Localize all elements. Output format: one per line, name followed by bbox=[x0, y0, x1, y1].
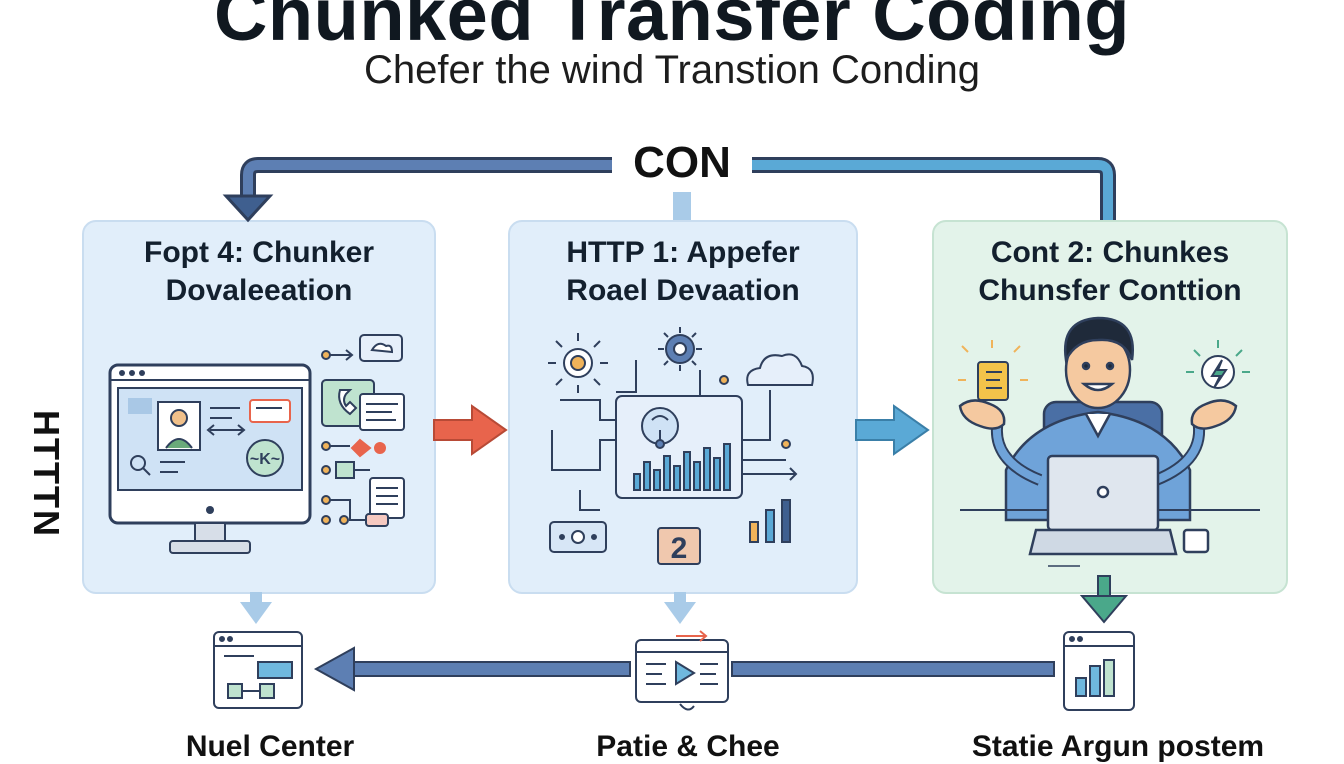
panel-title: Fopt 4: Chunker Dovaleeation bbox=[84, 234, 434, 310]
bottom-label-mid: Patie & Chee bbox=[596, 730, 780, 763]
down-arrow-right bbox=[1079, 575, 1129, 624]
document-icon bbox=[958, 340, 1028, 401]
top-loop-arrow-right bbox=[750, 157, 1116, 220]
flow-arrow-red bbox=[433, 404, 508, 456]
mid-network-illustration bbox=[548, 327, 814, 565]
mid-panel-number: 2 bbox=[671, 532, 688, 565]
person-with-laptop-illustration bbox=[958, 316, 1260, 567]
bottom-window-icon-left bbox=[213, 631, 303, 709]
diagram-subtitle: Chefer the wind Transtion Conding bbox=[364, 48, 980, 92]
down-arrow-left bbox=[240, 592, 272, 624]
top-loop-label: CON bbox=[612, 138, 752, 188]
bottom-label-right: Statie Argun postem bbox=[971, 730, 1265, 763]
bottom-window-icon-right bbox=[1063, 631, 1135, 711]
side-label: HTTTN bbox=[26, 410, 67, 538]
monitor-illustration: ~K~ bbox=[108, 363, 312, 554]
bottom-return-arrow-right bbox=[731, 661, 1055, 677]
connector-stub bbox=[673, 192, 691, 220]
lightning-icon bbox=[1186, 340, 1250, 389]
top-loop-arrow-left bbox=[222, 157, 612, 223]
panel-title-line2: Roael Devaation bbox=[566, 274, 800, 307]
panel-title-line1: HTTP 1: Appefer bbox=[566, 236, 800, 269]
bottom-window-icon-mid bbox=[635, 630, 729, 711]
down-arrow-mid bbox=[664, 592, 696, 624]
panel-title-line1: Cont 2: Chunkes bbox=[990, 236, 1230, 269]
panel-title-line2: Chunsfer Conttion bbox=[978, 274, 1242, 307]
panel-title-line2: Dovaleeation bbox=[165, 274, 353, 307]
bottom-return-arrow-left bbox=[313, 646, 631, 692]
panel-title: Cont 2: Chunkes Chunsfer Conttion bbox=[934, 234, 1286, 310]
svg-text:~K~: ~K~ bbox=[250, 451, 280, 468]
flow-arrow-blue bbox=[855, 404, 930, 456]
left-network-icons bbox=[321, 334, 405, 527]
panel-title-line1: Fopt 4: Chunker bbox=[144, 236, 374, 269]
panel-title: HTTP 1: Appefer Roael Devaation bbox=[510, 234, 856, 310]
bottom-label-left: Nuel Center bbox=[185, 730, 355, 763]
diagram-title: Chunked Transfer Coding bbox=[213, 0, 1130, 56]
